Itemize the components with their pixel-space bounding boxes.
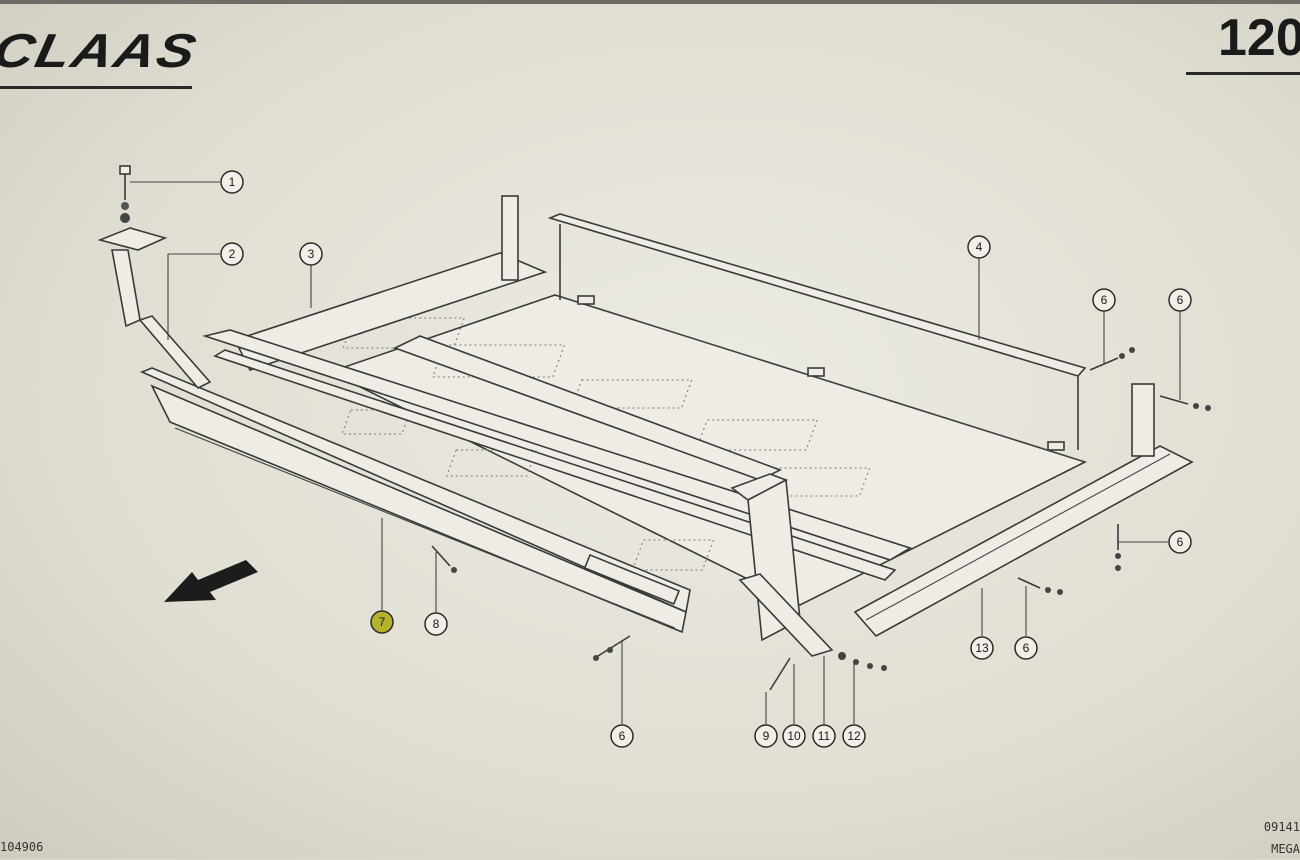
fastener-9-12 (769, 652, 887, 691)
fastener-right-vertical (1115, 524, 1121, 571)
svg-text:2: 2 (229, 247, 236, 261)
part-3-side-strip (233, 195, 548, 371)
svg-text:6: 6 (619, 729, 626, 743)
bracket-upright (501, 195, 519, 281)
svg-text:9: 9 (763, 729, 770, 743)
callout-6-upright[interactable]: 6 (1168, 288, 1192, 312)
svg-text:1: 1 (229, 175, 236, 189)
part-4-rear-strip (547, 213, 1087, 451)
callout-leaders (130, 181, 1181, 724)
fastener-part-8 (431, 545, 457, 573)
brand-underline (0, 86, 192, 89)
callout-12[interactable]: 12 (842, 724, 866, 748)
svg-text:6: 6 (1101, 293, 1108, 307)
footer-code-left: 104906 (0, 840, 44, 854)
callout-6-front[interactable]: 6 (610, 724, 634, 748)
page-number-underline (1186, 72, 1300, 75)
center-channel (202, 329, 912, 581)
fastener-front (593, 635, 631, 661)
direction-arrow-icon (164, 560, 258, 602)
right-upright (1131, 383, 1155, 457)
svg-text:6: 6 (1177, 535, 1184, 549)
slot-tab (807, 367, 825, 377)
part-7-front-channel (139, 367, 691, 634)
svg-text:13: 13 (975, 641, 989, 655)
callout-6-rear-right[interactable]: 6 (1092, 288, 1116, 312)
footer-code-right-line2: MEGA (1271, 842, 1300, 856)
svg-text:3: 3 (308, 247, 315, 261)
callout-2[interactable]: 2 (220, 242, 244, 266)
callout-3[interactable]: 3 (299, 242, 323, 266)
callout-1[interactable]: 1 (220, 170, 244, 194)
svg-text:8: 8 (433, 617, 440, 631)
callout-13[interactable]: 13 (970, 636, 994, 660)
page-number: 120 (1218, 9, 1300, 67)
callout-9[interactable]: 9 (754, 724, 778, 748)
callout-11[interactable]: 11 (812, 724, 836, 748)
fastener-rear-right (1089, 347, 1135, 371)
part-2-bracket (97, 227, 212, 389)
callout-4[interactable]: 4 (967, 235, 991, 259)
callout-6-right-channel[interactable]: 6 (1014, 636, 1038, 660)
part-13-right-channel (853, 383, 1194, 638)
svg-text:11: 11 (818, 729, 831, 743)
svg-text:4: 4 (976, 240, 983, 254)
svg-text:6: 6 (1177, 293, 1184, 307)
callout-6-right-vertical[interactable]: 6 (1168, 530, 1192, 554)
fastener-right-upright (1159, 395, 1211, 411)
svg-text:7: 7 (379, 615, 386, 629)
callout-7[interactable]: 7 (370, 610, 394, 634)
svg-text:10: 10 (787, 729, 801, 743)
callout-10[interactable]: 10 (782, 724, 806, 748)
slot-tab (577, 295, 595, 305)
fasteners (431, 347, 1211, 691)
svg-text:6: 6 (1023, 641, 1030, 655)
top-edge (0, 0, 1300, 4)
footer-code-right-line1: 09141 (1263, 820, 1300, 834)
fastener-right-channel (1017, 577, 1063, 595)
center-support (730, 473, 834, 657)
footer-code-right: 09141 MEGA (1258, 816, 1300, 860)
callout-8[interactable]: 8 (424, 612, 448, 636)
svg-text:12: 12 (847, 729, 861, 743)
part-1-bolt (119, 165, 131, 223)
slot-tab (1047, 441, 1065, 451)
